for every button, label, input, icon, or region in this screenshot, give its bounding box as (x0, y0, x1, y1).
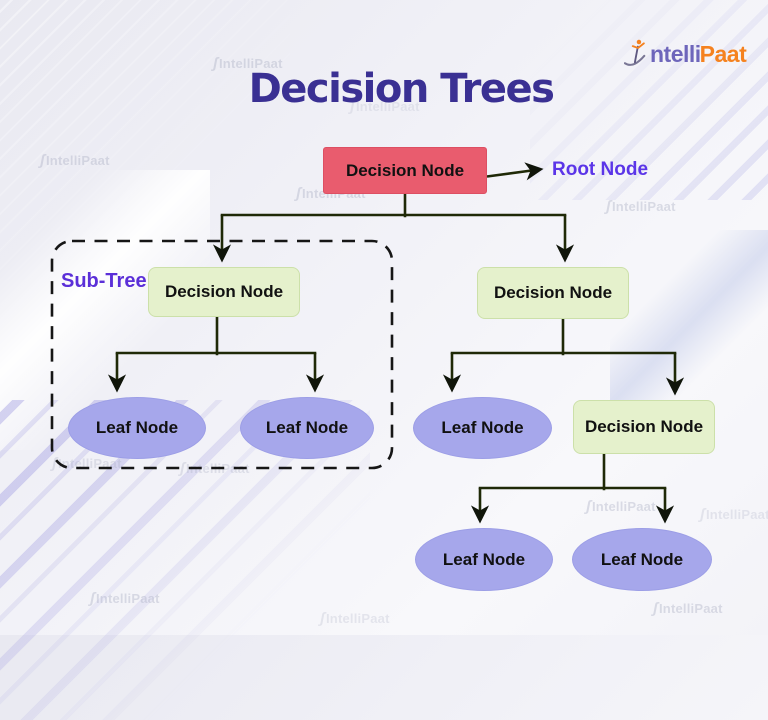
node-label: Decision Node (164, 282, 284, 301)
connector-lines (115, 190, 677, 491)
page-title: Decision Trees (248, 66, 555, 112)
node-label: Leaf Node (441, 418, 524, 437)
bottom-leaf-node-1: Leaf Node (415, 528, 553, 591)
logo-text-paat: Paat (699, 40, 747, 67)
right-leaf-node: Leaf Node (413, 397, 552, 459)
subtree-annotation: Sub-Tree (61, 270, 147, 292)
bottom-leaf-node-2: Leaf Node (572, 528, 712, 591)
node-label: Leaf Node (95, 418, 179, 437)
right-decision-node: Decision Node (477, 267, 629, 319)
node-label: Leaf Node (442, 549, 526, 569)
right-sub-decision-node: Decision Node (573, 400, 715, 454)
node-label: Leaf Node (600, 549, 684, 569)
node-label: Decision Node (584, 417, 704, 436)
node-label: Decision Node (345, 160, 465, 180)
connector-arrows (107, 162, 685, 524)
left-decision-node: Decision Node (148, 267, 300, 317)
node-label: Decision Node (493, 283, 613, 302)
node-label: Leaf Node (265, 418, 349, 437)
root-decision-node: Decision Node (323, 147, 487, 194)
intellipaat-logo-icon (624, 39, 646, 66)
logo-text-intelli: ntelli (650, 40, 701, 67)
arrow-root-pointer (486, 162, 544, 181)
root-node-annotation: Root Node (552, 159, 649, 180)
left-leaf-node-2: Leaf Node (240, 397, 374, 459)
left-leaf-node-1: Leaf Node (68, 397, 206, 459)
